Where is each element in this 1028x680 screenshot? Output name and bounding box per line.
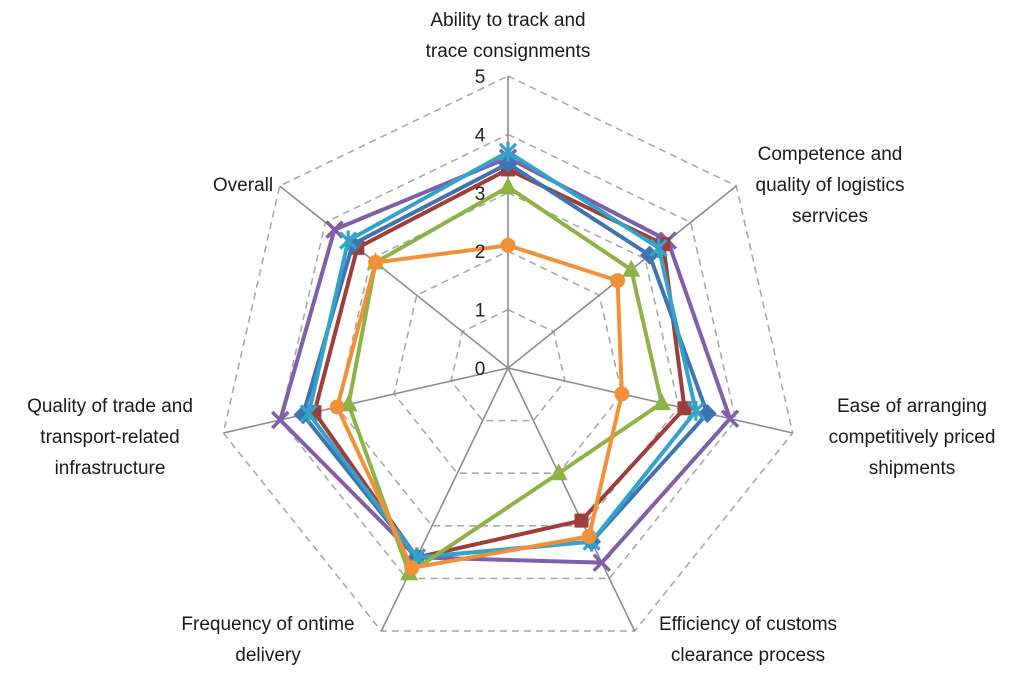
spoke-6 — [279, 185, 509, 369]
axis-label-2: Ease of arranging competitively priced shi… — [829, 396, 996, 479]
axis-label-0-line-0: Ability to track and — [430, 10, 585, 31]
axis-label-4-line-1: delivery — [235, 645, 301, 666]
spoke-2 — [507, 367, 793, 434]
series-0-point-6 — [325, 220, 344, 239]
series-3-point-0 — [498, 141, 518, 162]
spoke-3 — [507, 367, 636, 632]
axis-label-4: Frequency of ontime delivery — [181, 614, 354, 666]
tick-label-4: 4 — [475, 125, 486, 146]
axis-label-2-line-2: shipments — [869, 458, 956, 479]
series-0-point-2 — [720, 409, 740, 428]
axis-label-1: Competence and quality of logistics serrvi… — [756, 144, 905, 227]
axis-label-5-line-1: transport-related — [40, 427, 179, 448]
tick-label-2: 2 — [475, 242, 486, 263]
series-4-point-1 — [622, 259, 641, 277]
series-3-point-5 — [299, 403, 318, 424]
series-5-point-5 — [329, 399, 345, 415]
series-layer — [271, 141, 740, 581]
spoke-4 — [380, 367, 509, 632]
series-5-line — [335, 243, 624, 570]
tick-label-5: 5 — [475, 67, 486, 88]
grid-ring-4 — [279, 133, 737, 580]
series-5-point-0 — [500, 237, 516, 253]
grid-ring-3 — [336, 191, 680, 527]
series-3-point-1 — [649, 237, 668, 258]
series-5 — [329, 237, 630, 576]
axis-label-3: Efficiency of customs clearance process — [659, 614, 837, 666]
spoke-5 — [223, 367, 509, 434]
axis-label-1-line-2: serrvices — [792, 206, 868, 227]
radar-spokes — [223, 76, 793, 632]
grid-ring-5 — [222, 75, 794, 632]
series-1-point-3 — [574, 513, 589, 528]
grid-ring-2 — [393, 250, 623, 475]
tick-label-1: 1 — [475, 301, 486, 322]
radar-grid — [222, 75, 794, 632]
series-4-point-3 — [549, 463, 568, 481]
axis-label-0: Ability to track and trace consignments — [426, 10, 591, 62]
series-5-point-1 — [610, 273, 626, 289]
axis-label-3-line-1: clearance process — [671, 645, 825, 666]
series-5-point-4 — [404, 560, 420, 576]
series-0-point-5 — [271, 410, 290, 430]
series-1 — [307, 162, 692, 565]
axis-label-5-line-0: Quality of trade and — [27, 396, 193, 417]
axis-label-6: Overall — [213, 175, 273, 196]
series-5-point-6 — [368, 254, 384, 270]
axis-label-1-line-0: Competence and — [758, 144, 903, 165]
series-0-point-3 — [592, 553, 611, 572]
series-4-point-0 — [499, 176, 517, 194]
series-5-point-3 — [581, 528, 597, 544]
series-4-point-2 — [652, 393, 671, 411]
series-3-point-6 — [339, 230, 358, 251]
series-3-point-2 — [686, 400, 706, 421]
axis-label-3-line-0: Efficiency of customs — [659, 614, 837, 635]
series-1-line — [312, 167, 687, 560]
series-5-point-2 — [614, 386, 630, 402]
axis-label-5: Quality of trade and transport-related inf… — [27, 396, 193, 479]
axis-label-6-line-0: Overall — [213, 175, 273, 196]
axis-label-1-line-1: quality of logistics — [756, 175, 905, 196]
axis-labels: Ability to track and trace consignmentsCo… — [27, 10, 995, 666]
axis-label-4-line-0: Frequency of ontime — [181, 614, 354, 635]
series-0-line — [278, 155, 733, 565]
axis-label-2-line-1: competitively priced — [829, 427, 996, 448]
tick-label-0: 0 — [475, 359, 486, 380]
axis-label-5-line-2: infrastructure — [55, 458, 166, 479]
tick-label-3: 3 — [475, 184, 486, 205]
axis-label-2-line-0: Ease of arranging — [837, 396, 987, 417]
series-2-line — [301, 161, 710, 560]
tick-labels: 0 1 2 3 4 5 — [475, 67, 486, 380]
axis-label-0-line-1: trace consignments — [426, 41, 591, 62]
